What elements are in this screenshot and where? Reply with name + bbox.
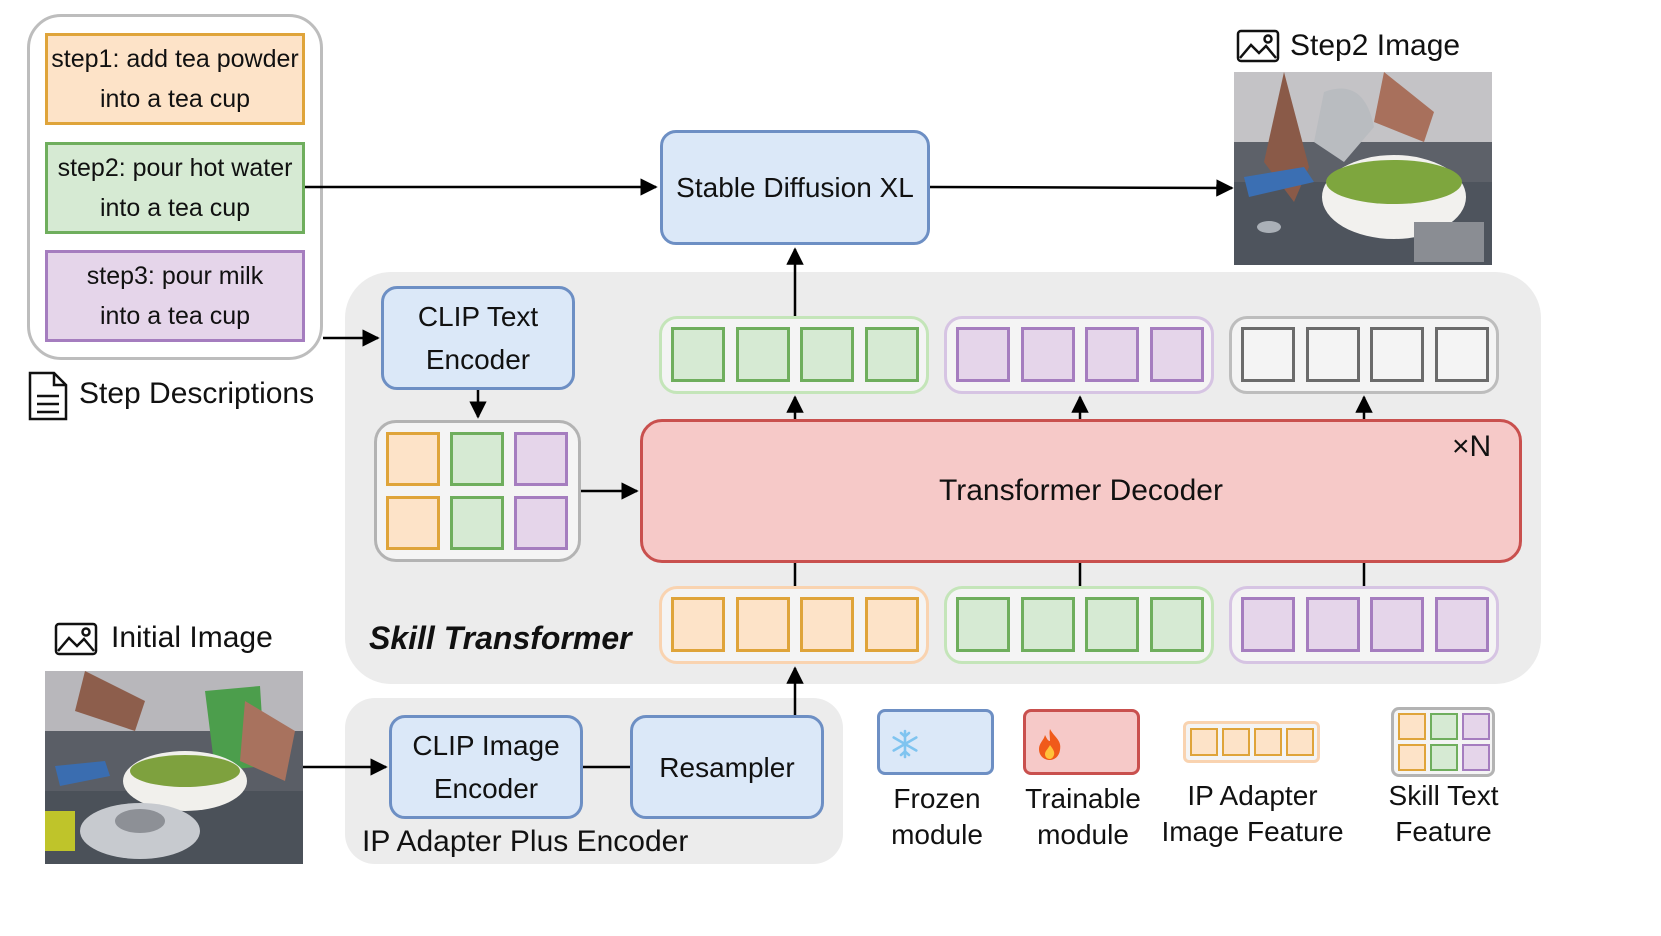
input-token-orange <box>864 597 919 652</box>
fire-icon <box>1039 729 1061 760</box>
step3-box: step3: pour milk into a tea cup <box>45 250 305 342</box>
legend-ip-token <box>1286 728 1314 756</box>
output-token-green <box>735 327 790 382</box>
input-token-purple <box>1241 597 1295 652</box>
text-feature-token-green <box>450 432 504 486</box>
output-token-green <box>800 327 854 382</box>
initial-photo <box>45 671 303 864</box>
ip-adapter-plus-encoder-label: IP Adapter Plus Encoder <box>362 825 689 858</box>
input-token-orange <box>671 597 725 652</box>
skill-transformer-label: Skill Transformer <box>369 620 632 656</box>
arrow-sd-to-output <box>929 179 1234 197</box>
step3-text: step3: pour milk into a tea cup <box>86 262 264 330</box>
legend-ip-token <box>1222 728 1250 756</box>
legend-ip-token <box>1190 728 1218 756</box>
input-token-orange <box>800 597 854 652</box>
image-icon <box>54 622 98 656</box>
text-feature-token-purple <box>514 496 568 550</box>
step2-photo <box>1234 72 1492 265</box>
step1-box: step1: add tea powder into a tea cup <box>45 33 305 125</box>
input-token-orange <box>735 597 790 652</box>
output-token-purple <box>956 327 1010 382</box>
output-token-gray <box>1434 327 1489 382</box>
snowflake-icon <box>892 729 918 759</box>
text-feature-token-green <box>450 496 504 550</box>
input-token-green <box>956 597 1010 652</box>
output-token-purple <box>1149 327 1204 382</box>
legend-skill-token-purple <box>1462 713 1490 740</box>
input-token-purple <box>1434 597 1489 652</box>
resampler-module: Resampler <box>630 715 824 819</box>
legend-skill-token-green <box>1430 713 1458 740</box>
legend-skill-token-orange <box>1398 713 1426 740</box>
output-token-purple <box>1020 327 1075 382</box>
output-token-green <box>864 327 919 382</box>
text-feature-token-purple <box>514 432 568 486</box>
legend-ip-token <box>1254 728 1282 756</box>
output-token-gray <box>1370 327 1424 382</box>
legend-trainable-swatch <box>1023 709 1140 775</box>
document-icon <box>28 371 68 421</box>
text-feature-token-orange <box>386 432 440 486</box>
step1-text: step1: add tea powder into a tea cup <box>51 45 299 113</box>
resampler-label: Resampler <box>659 751 795 783</box>
output-token-gray <box>1305 327 1360 382</box>
times-n-label: ×N <box>1452 430 1492 463</box>
input-token-green <box>1149 597 1204 652</box>
legend-ip-feature-label: IP Adapter Image Feature <box>1161 780 1344 847</box>
stable-diffusion-label: Stable Diffusion XL <box>676 172 914 203</box>
text-feature-token-orange <box>386 496 440 550</box>
stable-diffusion-module: Stable Diffusion XL <box>660 130 930 245</box>
input-token-purple <box>1370 597 1424 652</box>
output-token-purple <box>1085 327 1139 382</box>
legend-trainable-label: Trainable module <box>1025 783 1141 850</box>
transformer-decoder-module: Transformer Decoder <box>640 419 1522 563</box>
image-icon <box>1236 29 1280 63</box>
initial-image-label: Initial Image <box>111 621 273 654</box>
legend-skill-feature-label: Skill Text Feature <box>1388 780 1499 847</box>
input-token-green <box>1020 597 1075 652</box>
output-token-green <box>671 327 725 382</box>
legend-skill-token-purple <box>1462 744 1490 771</box>
transformer-decoder-label: Transformer Decoder <box>939 474 1223 507</box>
step2-image-label: Step2 Image <box>1290 29 1461 62</box>
legend-frozen-label: Frozen module <box>891 783 983 850</box>
legend-skill-token-green <box>1430 744 1458 771</box>
input-token-purple <box>1305 597 1360 652</box>
step2-box: step2: pour hot water into a tea cup <box>45 142 305 234</box>
clip-text-encoder-label: CLIP Text Encoder <box>417 301 539 375</box>
input-token-green <box>1085 597 1139 652</box>
legend-frozen-swatch <box>877 709 994 775</box>
output-token-gray <box>1241 327 1295 382</box>
step2-text: step2: pour hot water into a tea cup <box>57 154 293 222</box>
step-descriptions-label: Step Descriptions <box>79 377 315 410</box>
clip-image-encoder-module: CLIP Image Encoder <box>389 715 583 819</box>
clip-image-encoder-label: CLIP Image Encoder <box>412 730 560 804</box>
clip-text-encoder-module: CLIP Text Encoder <box>381 286 575 390</box>
legend-skill-token-orange <box>1398 744 1426 771</box>
